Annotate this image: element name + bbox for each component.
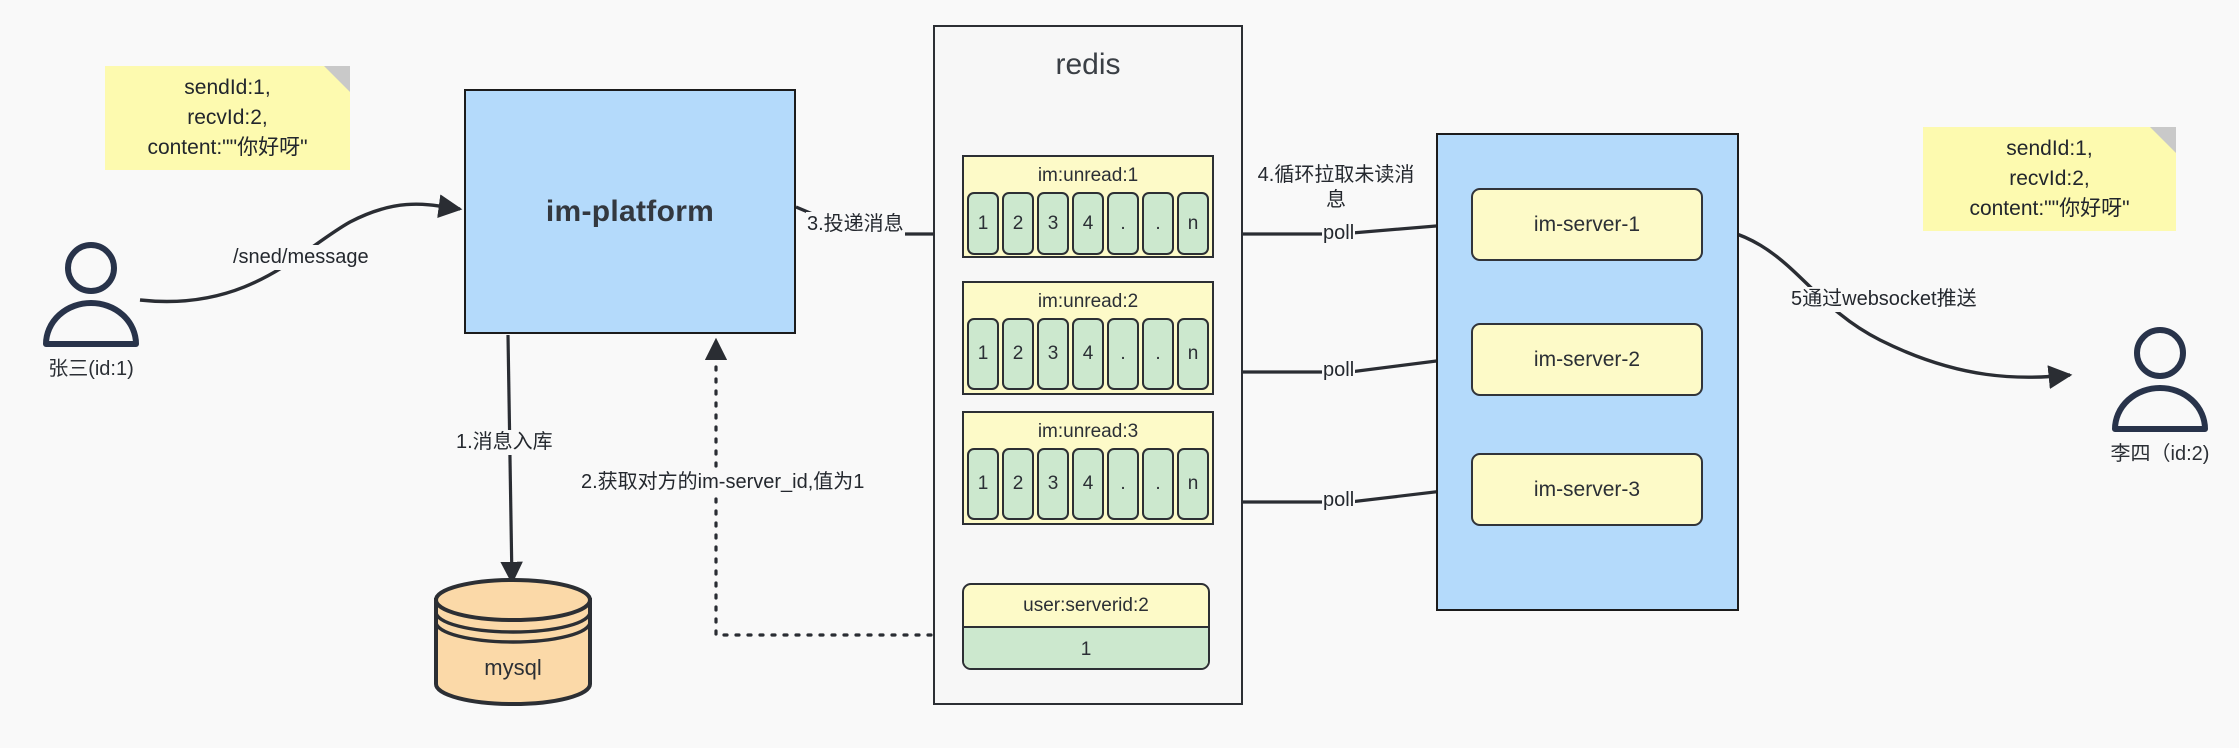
queue-cell: . — [1142, 448, 1174, 520]
redis-queue-0-cells: 1 2 3 4 . . n — [964, 192, 1212, 255]
edge-label-poll-1: poll — [1322, 221, 1356, 246]
queue-cell: n — [1177, 448, 1209, 520]
database-cylinder-icon — [434, 578, 592, 706]
redis-queue-0: im:unread:1 1 2 3 4 . . n — [962, 155, 1214, 258]
edge-label-poll-2: poll — [1322, 358, 1356, 383]
left-message-note-text: sendId:1, recvId:2, content:""你好呀" — [147, 76, 308, 159]
redis-queue-2-cells: 1 2 3 4 . . n — [964, 448, 1212, 520]
queue-cell: 1 — [967, 192, 999, 255]
redis-queue-1: im:unread:2 1 2 3 4 . . n — [962, 281, 1214, 395]
im-server-2-box[interactable]: im-server-2 — [1471, 323, 1703, 396]
sender-actor-label: 张三(id:1) — [48, 358, 134, 380]
receiver-actor — [2101, 325, 2219, 433]
edge-server1-to-receiver — [1689, 222, 2073, 389]
queue-cell: . — [1142, 318, 1174, 390]
mysql-label: mysql — [484, 655, 542, 680]
queue-cell: 1 — [967, 318, 999, 390]
im-platform-box[interactable]: im-platform — [464, 89, 796, 334]
queue-cell: . — [1107, 318, 1139, 390]
edge-label-send-message: /sned/message — [232, 245, 370, 270]
queue-cell: 3 — [1037, 318, 1069, 390]
redis-queue-2: im:unread:3 1 2 3 4 . . n — [962, 411, 1214, 525]
right-message-note-text: sendId:1, recvId:2, content:""你好呀" — [1969, 137, 2130, 220]
edge-label-step4: 4.循环拉取未读消 息 — [1255, 163, 1417, 213]
redis-kv-value: 1 — [964, 626, 1208, 668]
im-server-1-box[interactable]: im-server-1 — [1471, 188, 1703, 261]
queue-cell: 3 — [1037, 448, 1069, 520]
edge-platform-to-mysql — [500, 334, 523, 585]
queue-cell: 2 — [1002, 448, 1034, 520]
redis-title: redis — [1055, 48, 1121, 81]
queue-cell: 3 — [1037, 192, 1069, 255]
note-fold-icon — [324, 66, 350, 92]
queue-cell: . — [1142, 192, 1174, 255]
queue-cell: 4 — [1072, 318, 1104, 390]
edge-label-step3: 3.投递消息 — [806, 212, 905, 237]
im-server-1-label: im-server-1 — [1533, 212, 1641, 236]
redis-kv-key: user:serverid:2 — [1023, 595, 1149, 616]
im-server-3-box[interactable]: im-server-3 — [1471, 453, 1703, 526]
person-icon — [2112, 327, 2208, 432]
queue-cell: . — [1107, 448, 1139, 520]
redis-queue-2-key: im:unread:3 — [1037, 421, 1139, 442]
edge-label-step5: 5通过websocket推送 — [1790, 287, 1978, 312]
queue-cell: n — [1177, 192, 1209, 255]
im-platform-label: im-platform — [545, 194, 715, 228]
queue-cell: 2 — [1002, 192, 1034, 255]
redis-kv-user-serverid: user:serverid:2 1 — [962, 583, 1210, 670]
queue-cell: 1 — [967, 448, 999, 520]
queue-cell: n — [1177, 318, 1209, 390]
edge-sender-to-platform — [139, 194, 463, 304]
note-fold-icon — [2150, 127, 2176, 153]
redis-queue-1-cells: 1 2 3 4 . . n — [964, 318, 1212, 390]
edge-label-poll-3: poll — [1322, 488, 1356, 513]
queue-cell: 4 — [1072, 448, 1104, 520]
im-server-2-label: im-server-2 — [1533, 347, 1641, 371]
im-server-3-label: im-server-3 — [1533, 477, 1641, 501]
right-message-note: sendId:1, recvId:2, content:""你好呀" — [1923, 127, 2176, 231]
edge-label-step2: 2.获取对方的im-server_id,值为1 — [580, 470, 866, 495]
left-message-note: sendId:1, recvId:2, content:""你好呀" — [105, 66, 350, 170]
queue-cell: 4 — [1072, 192, 1104, 255]
edge-redis-to-platform-dotted — [704, 337, 957, 637]
redis-queue-0-key: im:unread:1 — [1037, 165, 1139, 186]
queue-cell: 2 — [1002, 318, 1034, 390]
redis-queue-1-key: im:unread:2 — [1037, 291, 1139, 312]
queue-cell: . — [1107, 192, 1139, 255]
person-icon — [43, 242, 139, 347]
edge-label-step1: 1.消息入库 — [455, 430, 554, 455]
mysql-database[interactable] — [430, 578, 596, 706]
sender-actor — [32, 240, 150, 348]
receiver-actor-label: 李四（id:2) — [2110, 443, 2210, 465]
